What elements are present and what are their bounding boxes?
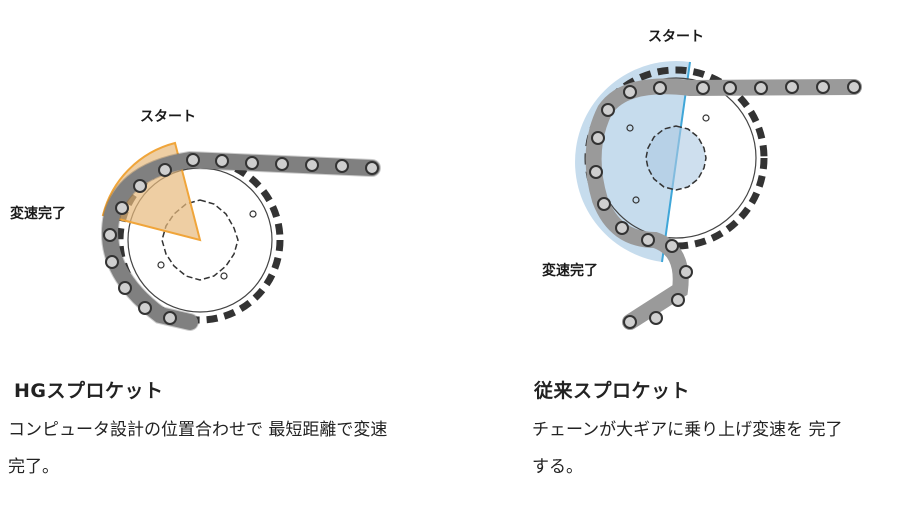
- small-sprocket: [645, 125, 707, 191]
- start-label: スタート: [648, 29, 704, 45]
- conventional-sprocket-diagram: スタート 変速完了: [542, 29, 862, 330]
- conventional-sprocket-desc-line1: チェーンが大ギアに乗り上げ変速を 完了: [532, 420, 843, 440]
- chain: [101, 150, 381, 331]
- hg-sprocket-desc-line2: 完了。: [8, 457, 59, 477]
- conventional-sprocket-panel: スタート 変速完了 従来スプロケット チェーンが大ギアに乗り上げ変速を 完了 す…: [450, 0, 900, 514]
- hg-sprocket-desc-line1: コンピュータ設計の位置合わせで 最短距離で変速: [8, 420, 388, 440]
- chain: [585, 78, 862, 330]
- hg-sprocket-diagram: スタート 変速完了: [10, 109, 381, 331]
- hg-sprocket-panel: スタート 変速完了 HGスプロケット コンピュータ設計の位置合わせで 最短距離で…: [8, 109, 388, 477]
- conventional-sprocket-title: 従来スプロケット: [534, 380, 691, 402]
- start-label: スタート: [140, 109, 196, 125]
- shift-complete-label: 変速完了: [10, 205, 66, 222]
- conventional-sprocket-desc-line2: する。: [532, 457, 583, 477]
- hg-sprocket-title: HGスプロケット: [14, 380, 164, 402]
- shift-complete-label: 変速完了: [542, 262, 598, 279]
